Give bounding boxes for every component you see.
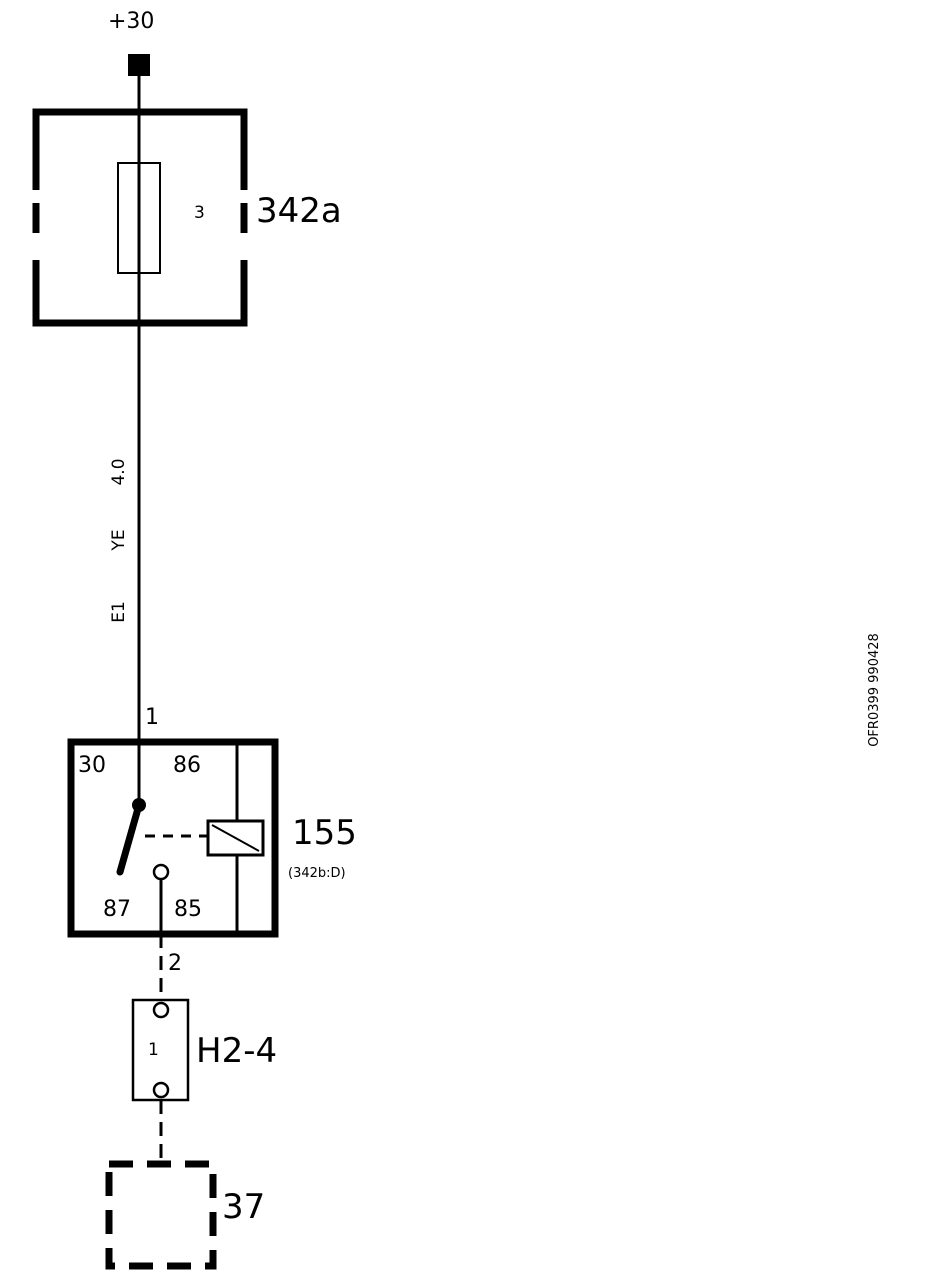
relay-terminal-87 [152, 863, 170, 881]
fuse-number: 3 [194, 203, 205, 223]
relay-pin-in-label: 1 [145, 705, 159, 730]
relay-pin-out-label: 2 [168, 951, 182, 976]
relay-pin-87: 87 [103, 897, 131, 922]
wire-gauge: 4.0 [109, 458, 129, 485]
fuse-box-id: 342a [256, 191, 342, 231]
wire-labels: 4.0 YE E1 [109, 458, 129, 622]
relay-id: 155 [292, 813, 357, 853]
relay-pin-85: 85 [174, 897, 202, 922]
supply-label: +30 [108, 9, 154, 34]
connector-pin-number: 1 [148, 1040, 159, 1060]
component-37-box [105, 1160, 217, 1270]
drawing-code: OFR0399 990428 [867, 633, 882, 747]
connector-pin-top [152, 1001, 170, 1019]
connector-pin-bottom [152, 1081, 170, 1099]
connector-id: H2-4 [196, 1031, 277, 1071]
wire-color: YE [109, 529, 129, 551]
relay-pin-86: 86 [173, 753, 201, 778]
relay-coil-diagonal [211, 824, 260, 852]
relay-box [67, 738, 279, 938]
relay-pin-30: 30 [78, 753, 106, 778]
component-id: 37 [222, 1187, 265, 1227]
relay-location: (342b:D) [288, 866, 346, 881]
wire-section: E1 [109, 601, 129, 623]
relay-switch-arm [116, 801, 143, 876]
